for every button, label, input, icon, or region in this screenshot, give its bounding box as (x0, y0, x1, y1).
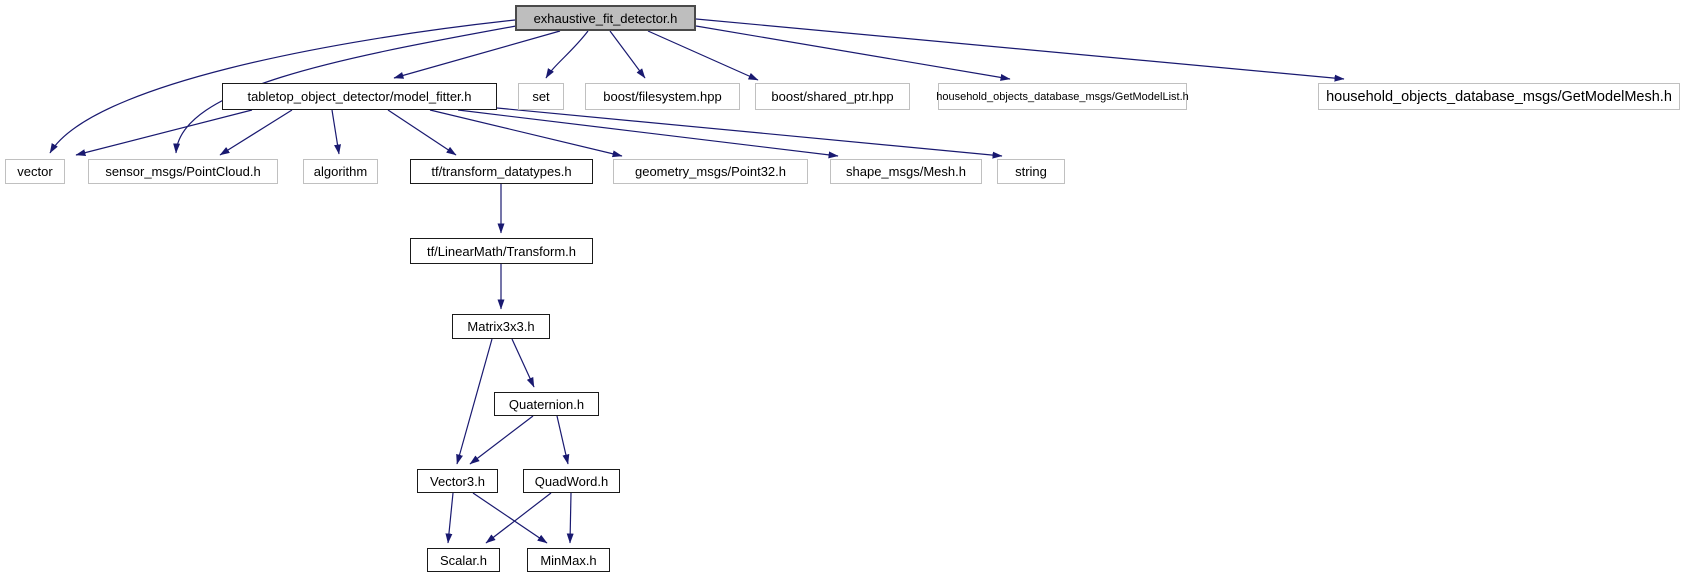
edge-model-fitter-to-pointcloud (219, 109, 293, 156)
node-boost-filesystem: boost/filesystem.hpp (585, 83, 740, 110)
edge-exhaustive-fit-detector-to-boost-shared-ptr (647, 30, 759, 81)
edge-model-fitter-to-mesh (457, 109, 839, 159)
edge-model-fitter-to-vector (75, 109, 253, 157)
edge-model-fitter-to-point32 (429, 109, 623, 158)
node-algorithm: algorithm (303, 159, 378, 184)
node-point32: geometry_msgs/Point32.h (613, 159, 808, 184)
edge-quadword-to-scalar (485, 492, 552, 544)
edge-matrix3x3-to-quaternion (511, 338, 535, 388)
node-quadword[interactable]: QuadWord.h (523, 469, 620, 493)
node-linearmath-transform[interactable]: tf/LinearMath/Transform.h (410, 238, 593, 264)
edge-quadword-to-minmax (566, 492, 574, 544)
node-get-model-mesh: household_objects_database_msgs/GetModel… (1318, 83, 1680, 110)
edge-vector3-to-minmax (472, 492, 548, 544)
node-matrix3x3[interactable]: Matrix3x3.h (452, 314, 550, 339)
node-scalar[interactable]: Scalar.h (427, 548, 500, 572)
edge-model-fitter-to-algorithm (331, 109, 341, 155)
edge-exhaustive-fit-detector-to-get-model-mesh (695, 18, 1345, 82)
node-get-model-list: household_objects_database_msgs/GetModel… (936, 83, 1189, 110)
edge-matrix3x3-to-vector3 (456, 338, 493, 465)
edge-exhaustive-fit-detector-to-set (545, 30, 589, 79)
node-set: set (518, 83, 564, 110)
node-model-fitter[interactable]: tabletop_object_detector/model_fitter.h (222, 83, 497, 110)
node-pointcloud: sensor_msgs/PointCloud.h (88, 159, 278, 184)
edge-exhaustive-fit-detector-to-model-fitter (393, 30, 561, 79)
edge-quaternion-to-quadword (556, 415, 570, 465)
node-exhaustive-fit-detector: exhaustive_fit_detector.h (515, 5, 696, 31)
node-vector: vector (5, 159, 65, 184)
node-minmax[interactable]: MinMax.h (527, 548, 610, 572)
edge-model-fitter-to-transform-datatypes (387, 109, 457, 156)
edge-quaternion-to-vector3 (469, 415, 534, 465)
edge-exhaustive-fit-detector-to-boost-filesystem (609, 30, 646, 79)
node-transform-datatypes[interactable]: tf/transform_datatypes.h (410, 159, 593, 184)
node-string: string (997, 159, 1065, 184)
node-vector3[interactable]: Vector3.h (417, 469, 498, 493)
node-boost-shared-ptr: boost/shared_ptr.hpp (755, 83, 910, 110)
node-mesh: shape_msgs/Mesh.h (830, 159, 982, 184)
edge-model-fitter-to-string (496, 107, 1003, 159)
edge-vector3-to-scalar (445, 492, 454, 544)
edge-exhaustive-fit-detector-to-get-model-list (695, 25, 1011, 81)
node-quaternion[interactable]: Quaternion.h (494, 392, 599, 416)
